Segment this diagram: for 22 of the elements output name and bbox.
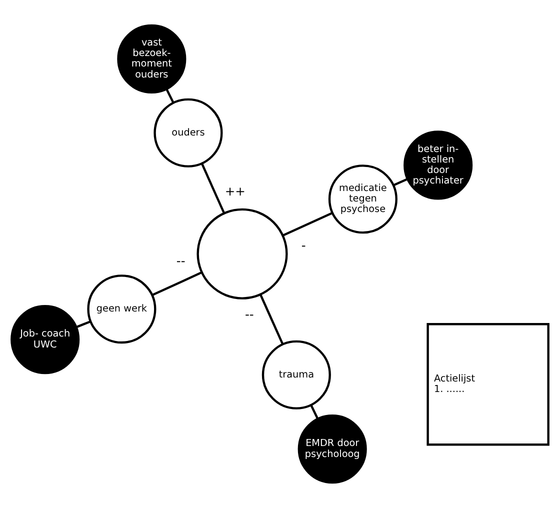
node-circle: trauma	[262, 340, 331, 409]
edge-label: ++	[224, 184, 246, 198]
connector	[393, 177, 408, 186]
connector	[259, 294, 284, 344]
node-circle: geen werk	[87, 274, 156, 344]
edge-label: -	[301, 238, 306, 252]
connector	[200, 162, 226, 214]
node-circle: vast bezoek- moment ouders	[117, 24, 186, 93]
connector	[166, 88, 174, 103]
edge-label: --	[176, 253, 186, 268]
node-person	[196, 208, 288, 299]
node-circle: beter in- stellen door psychiater	[404, 130, 473, 200]
node-circle: EMDR door psycholoog	[298, 414, 367, 484]
node-circle: Job- coach UWC	[10, 304, 80, 374]
node-box: Actielijst 1. ......	[426, 322, 550, 446]
connector	[76, 320, 91, 328]
edge-label: --	[244, 307, 254, 322]
node-circle: ouders	[154, 98, 223, 167]
node-circle: medicatie tegen psychose	[328, 164, 398, 234]
connector	[282, 212, 333, 236]
connector	[152, 270, 202, 296]
connector	[310, 404, 319, 419]
